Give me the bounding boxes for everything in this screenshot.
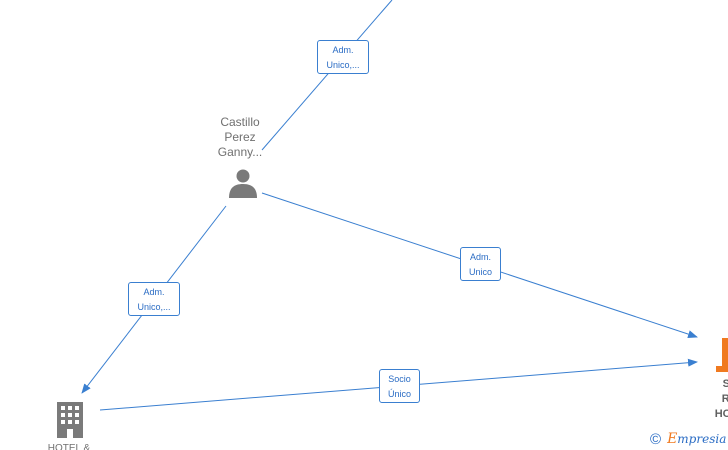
edge-label-text: Unico,...: [137, 302, 171, 312]
person-icon[interactable]: [228, 168, 258, 198]
edge-label-text: Adm.: [332, 45, 354, 55]
company-right-name-line: HOST: [714, 408, 728, 420]
edge-label-text: Unico: [468, 267, 492, 277]
company-left-name-text: HOTEL &: [47, 443, 91, 450]
edge-label-text: Unico,...: [326, 60, 360, 70]
edge-label-text: Socio: [388, 374, 411, 384]
person-name-line: Ganny...: [217, 145, 263, 159]
copyright-symbol: ©: [650, 430, 662, 448]
company-right-name-line: SP: [722, 378, 728, 390]
company-right-name-line: RO: [721, 393, 728, 405]
edge-label-text: Único: [387, 389, 411, 399]
company-right-name[interactable]: SP RO HOST: [700, 377, 728, 422]
company-left-name[interactable]: HOTEL &: [34, 441, 104, 450]
edge-label-text: Adm.: [143, 287, 165, 297]
brand-name: mpresia: [677, 432, 727, 446]
person-name-line: Perez: [224, 130, 256, 144]
building-icon[interactable]: [54, 402, 86, 438]
brand-watermark: © E mpresia: [650, 430, 726, 448]
company-icon[interactable]: [716, 338, 728, 372]
edge-label-text: Adm.: [469, 252, 491, 262]
edge-label-socio-unico[interactable]: Socio Único: [379, 369, 420, 403]
edge-label-adm-unico-left[interactable]: Adm. Unico,...: [128, 282, 180, 316]
person-name-line: Castillo: [220, 115, 260, 129]
edge-line-top: [261, 0, 393, 151]
brand-initial: E: [667, 431, 678, 447]
edge-label-adm-unico-right[interactable]: Adm. Unico: [460, 247, 501, 281]
person-node-name[interactable]: Castillo Perez Ganny...: [205, 115, 275, 160]
edge-label-adm-unico-top[interactable]: Adm. Unico,...: [317, 40, 369, 74]
